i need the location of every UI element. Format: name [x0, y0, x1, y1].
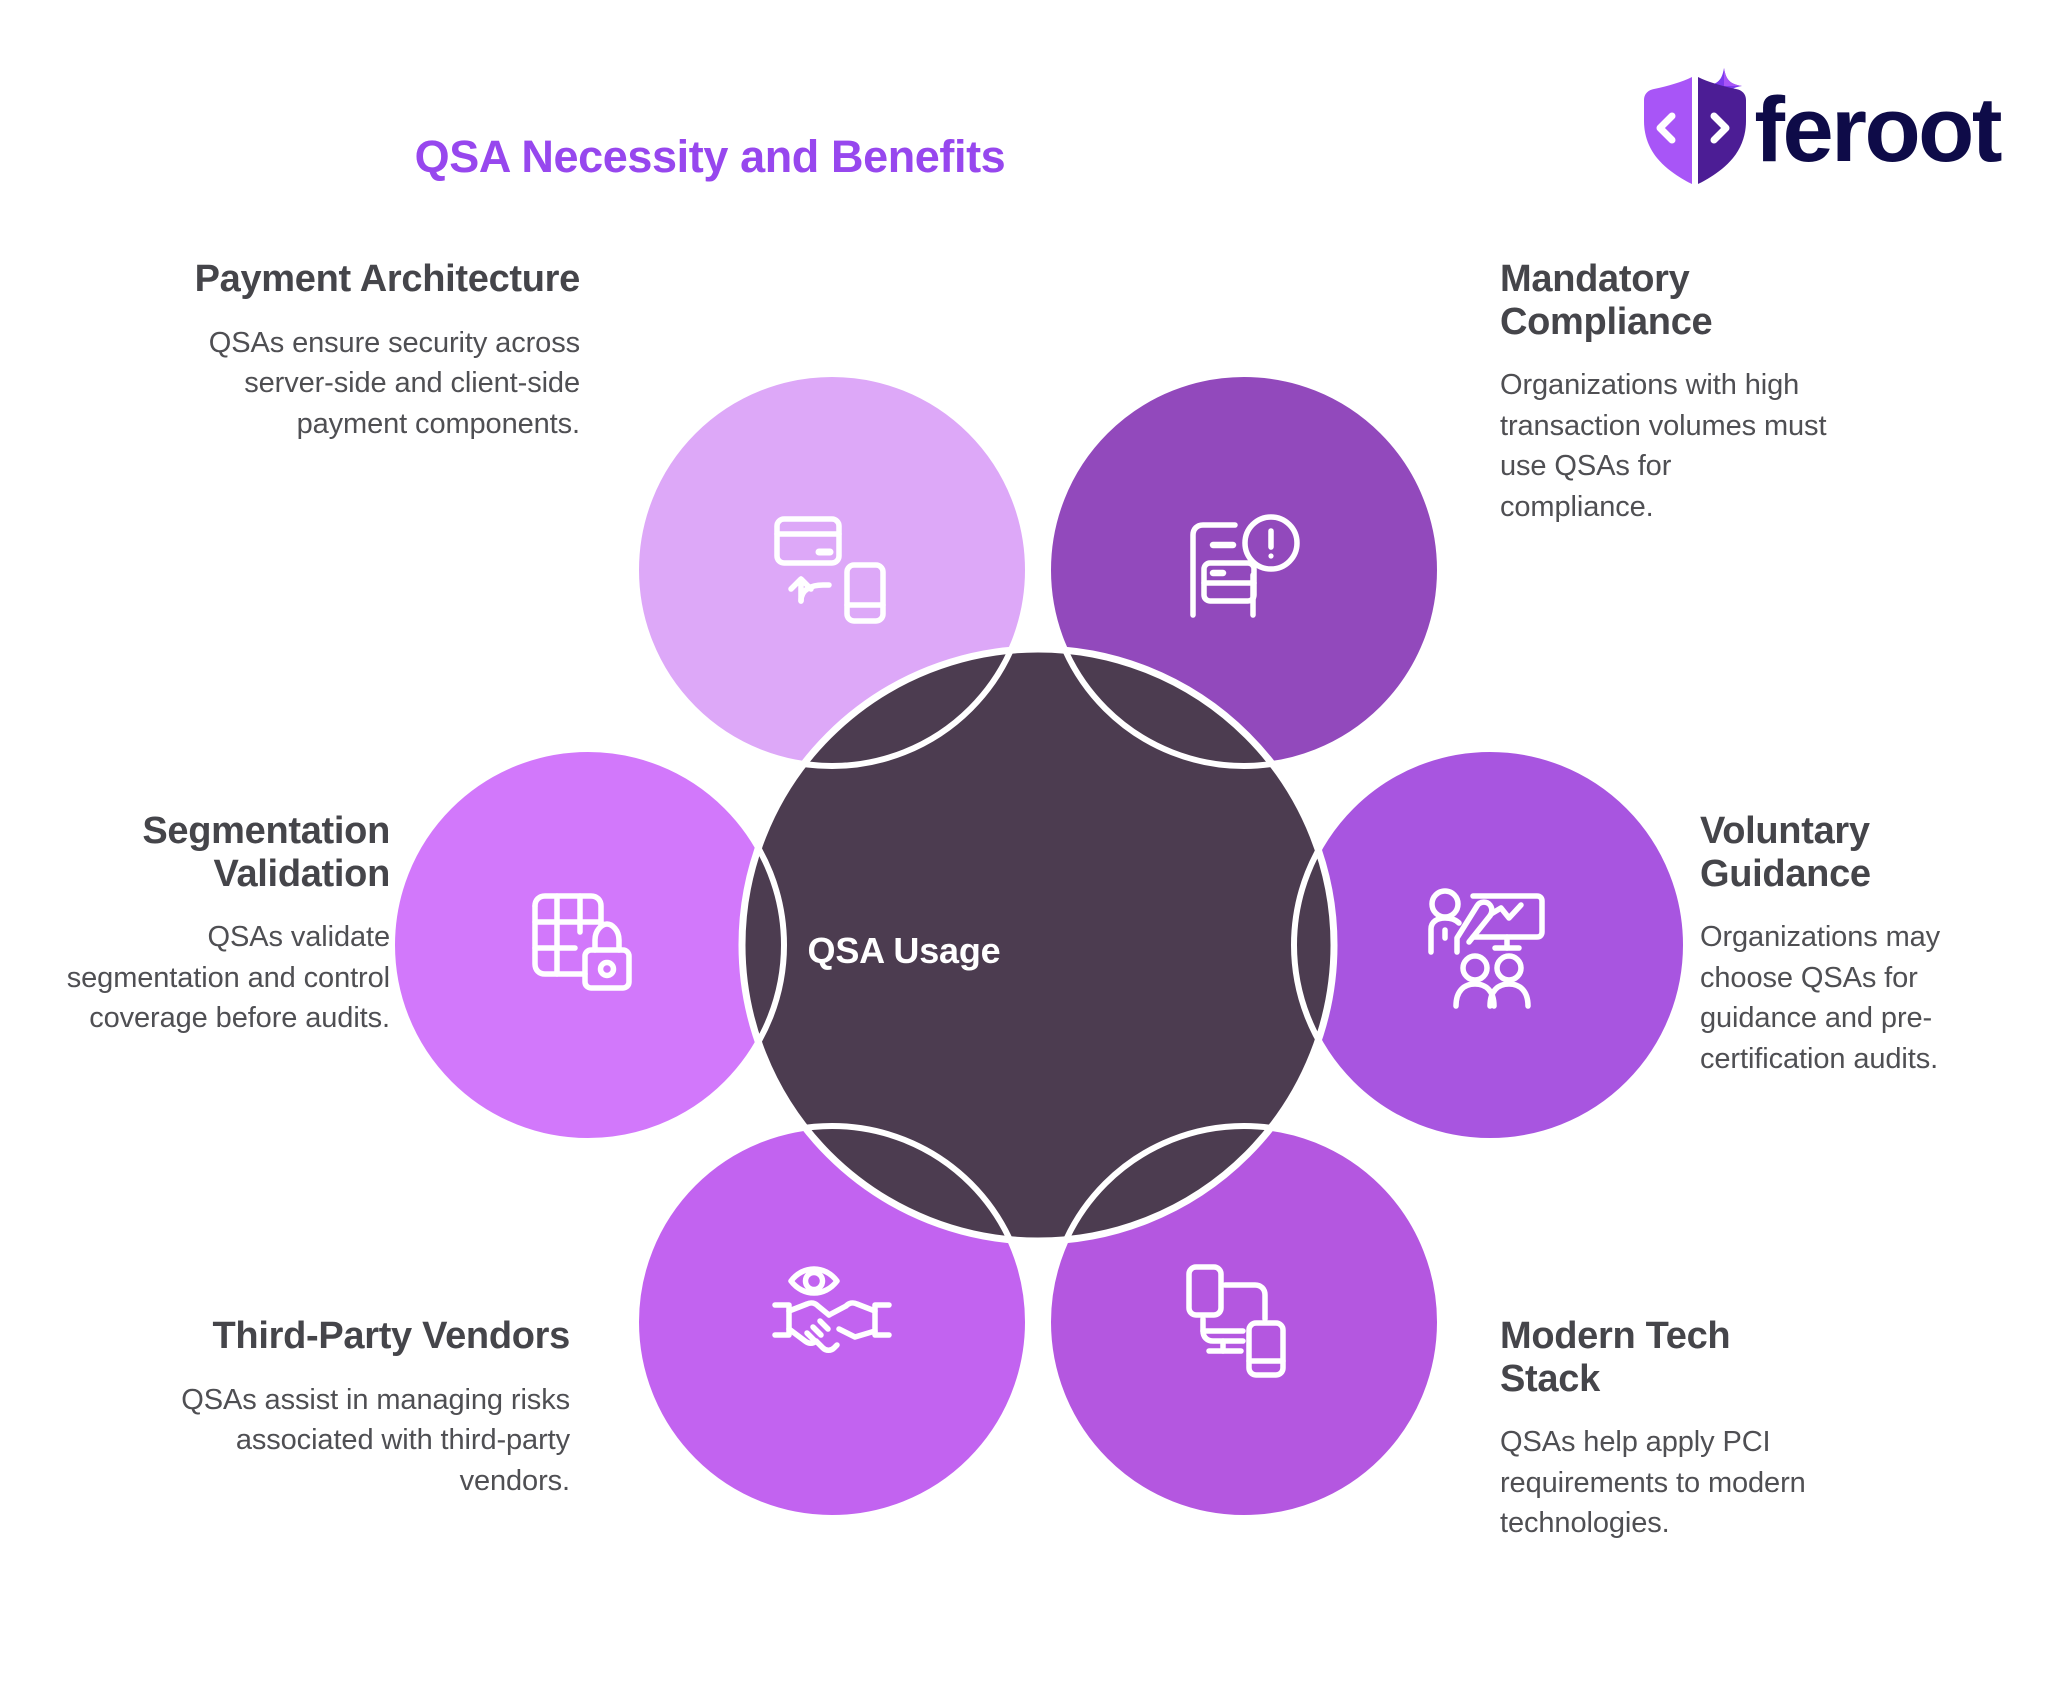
- heading-mandatory-compliance: Mandatory Compliance: [1500, 258, 1713, 343]
- body-voluntary-guidance: Organizations may choose QSAs for guidan…: [1700, 921, 1941, 1075]
- heading-payment-architecture: Payment Architecture: [194, 258, 581, 300]
- text-block-modern-tech-stack: Modern Tech Stack QSAs help apply PCI re…: [1500, 1315, 1830, 1544]
- body-segmentation-validation: QSAs validate segmentation and control c…: [66, 921, 390, 1035]
- body-mandatory-compliance: Organizations with high transaction volu…: [1500, 369, 1827, 523]
- petal-circle-segmentation-validation: [389, 746, 787, 1144]
- heading-voluntary-guidance: Voluntary Guidance: [1700, 810, 1871, 895]
- feroot-wordmark: feroot: [1754, 79, 2002, 181]
- text-block-third-party-vendors: Third-Party Vendors QSAs assist in manag…: [150, 1315, 570, 1501]
- feroot-shield-code-logo-icon: [1640, 66, 1748, 186]
- center-label: QSA Usage: [807, 930, 1001, 971]
- center-circle: [738, 645, 1338, 1245]
- heading-modern-tech-stack: Modern Tech Stack: [1500, 1315, 1731, 1400]
- text-block-segmentation-validation: Segmentation Validation QSAs validate se…: [30, 810, 391, 1039]
- heading-third-party-vendors: Third-Party Vendors: [212, 1315, 571, 1357]
- petal-arcs-over-center: [745, 652, 1331, 1238]
- page-title: QSA Necessity and Benefits: [414, 131, 1006, 182]
- feroot-logo: feroot: [1640, 66, 2002, 186]
- body-third-party-vendors: QSAs assist in managing risks associated…: [181, 1383, 570, 1497]
- heading-segmentation-validation: Segmentation Validation: [142, 810, 390, 895]
- text-block-voluntary-guidance: Voluntary Guidance Organizations may cho…: [1700, 810, 2040, 1079]
- body-payment-architecture: QSAs ensure security across server-side …: [208, 326, 580, 440]
- text-block-mandatory-compliance: Mandatory Compliance Organizations with …: [1500, 258, 1830, 527]
- body-modern-tech-stack: QSAs help apply PCI requirements to mode…: [1500, 1426, 1806, 1540]
- petal-circle-voluntary-guidance: [1291, 746, 1689, 1144]
- text-block-payment-architecture: Payment Architecture QSAs ensure securit…: [160, 258, 581, 444]
